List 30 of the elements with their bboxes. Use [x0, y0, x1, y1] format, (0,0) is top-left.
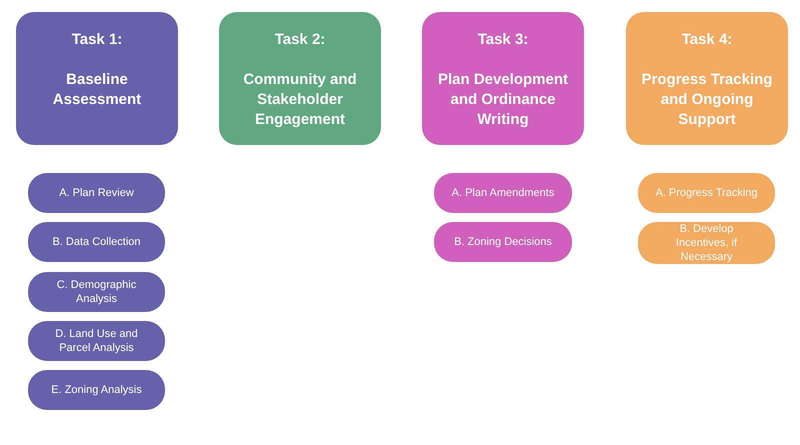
subtask-pill: [28, 272, 165, 312]
subtask-pill: [638, 222, 775, 264]
task-number: Task 4:: [682, 30, 732, 50]
subtask-pill: [28, 173, 165, 213]
task-number: Task 3:: [478, 30, 528, 50]
task-title: Community and Stakeholder Engagement: [242, 70, 358, 130]
task-title: Plan Development and Ordinance Writing: [436, 70, 570, 130]
task-box: [219, 12, 381, 145]
subtask-pill: [434, 222, 572, 262]
subtask-label: B. Zoning Decisions: [454, 235, 552, 249]
task-number: Task 1:: [72, 30, 122, 50]
task-title: Baseline Assessment: [52, 70, 142, 110]
subtask-label: E. Zoning Analysis: [51, 383, 142, 397]
subtask-label: B. Develop Incentives, if Necessary: [674, 222, 738, 264]
task-box: [422, 12, 584, 145]
subtask-pill: [28, 222, 165, 262]
subtask-label: B. Data Collection: [52, 235, 141, 249]
subtask-label: A. Progress Tracking: [655, 186, 758, 200]
subtask-label: A. Plan Amendments: [452, 186, 554, 200]
task-title: Progress Tracking and Ongoing Support: [640, 70, 774, 130]
task-number: Task 2:: [274, 30, 326, 50]
subtask-label: D. Land Use and Parcel Analysis: [54, 327, 139, 355]
task-box: [16, 12, 178, 145]
subtask-pill: [638, 173, 775, 213]
subtask-label: A. Plan Review: [59, 186, 134, 200]
subtask-pill: [28, 321, 165, 361]
subtask-label: C. Demographic Analysis: [56, 278, 138, 306]
subtask-pill: [28, 370, 165, 410]
task-box: [626, 12, 788, 145]
subtask-pill: [434, 173, 572, 213]
